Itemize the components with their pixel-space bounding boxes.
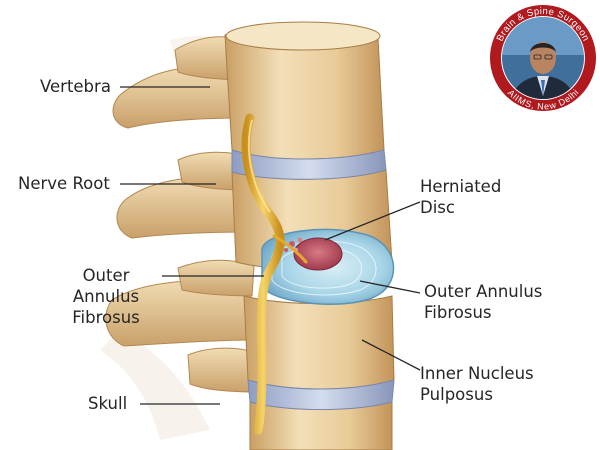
label-herniated-disc-line2: Disc <box>420 198 455 217</box>
label-outer-annulus-right: Outer Annulus Fibrosus <box>424 281 542 323</box>
nerve-root <box>241 113 308 435</box>
label-nerve-root: Nerve Root <box>18 174 110 193</box>
label-herniated-disc-line1: Herniated <box>420 177 502 196</box>
label-herniated-disc: Herniated Disc <box>420 176 501 218</box>
label-vertebra: Vertebra <box>40 77 111 96</box>
label-inner-nucleus-line2: Pulposus <box>420 385 493 404</box>
label-outer-annulus-left: Outer Annulus Fibrosus <box>54 265 158 328</box>
surgeon-badge: Brain & Spine Surgeon AIIMS, New Delhi <box>488 3 598 113</box>
intervertebral-discs <box>0 0 395 410</box>
label-outer-annulus-left-line3: Fibrosus <box>72 308 140 327</box>
label-outer-annulus-left-line1: Outer <box>82 266 130 285</box>
label-inner-nucleus: Inner Nucleus Pulposus <box>420 363 534 405</box>
label-outer-annulus-left-line2: Annulus <box>72 287 140 306</box>
leader-lines <box>120 86 421 405</box>
label-skull: Skull <box>88 394 128 413</box>
label-outer-annulus-right-line2: Fibrosus <box>424 303 492 322</box>
label-inner-nucleus-line1: Inner Nucleus <box>420 364 534 383</box>
vertebral-bodies <box>224 21 395 450</box>
label-outer-annulus-right-line1: Outer Annulus <box>424 282 543 301</box>
